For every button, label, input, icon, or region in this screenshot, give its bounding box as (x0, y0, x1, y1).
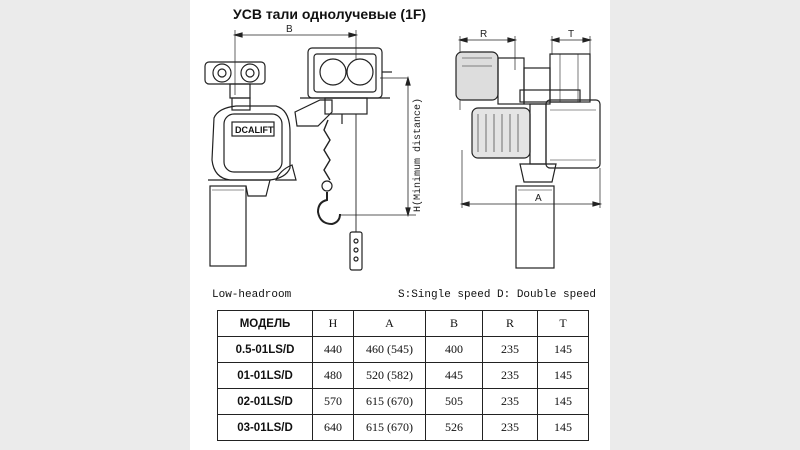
side-view: R T (455, 29, 603, 269)
dimension-h-label: H(Minimum distance) (412, 98, 424, 212)
table-row: 01-01LS/D 480 520 (582) 445 235 145 (217, 362, 589, 389)
cell-t: 145 (537, 388, 589, 415)
header-b: B (425, 310, 483, 337)
cell-t: 145 (537, 336, 589, 363)
cell-r: 235 (482, 336, 538, 363)
cell-model: 0.5-01LS/D (217, 336, 313, 363)
table-row: 02-01LS/D 570 615 (670) 505 235 145 (217, 388, 589, 415)
cell-r: 235 (482, 362, 538, 389)
dimension-t-label: T (568, 29, 574, 40)
cell-r: 235 (482, 414, 538, 441)
cell-b: 526 (425, 414, 483, 441)
cell-a: 615 (670) (353, 388, 426, 415)
cell-h: 440 (312, 336, 354, 363)
brand-logo: DCALIFT (235, 125, 274, 135)
dimension-r-label: R (480, 29, 487, 40)
cell-t: 145 (537, 414, 589, 441)
page-title: УСВ тали однолучевые (1F) (233, 6, 427, 22)
header-model: МОДЕЛЬ (217, 310, 313, 337)
dimension-b-label: B (286, 24, 293, 35)
cell-model: 03-01LS/D (217, 414, 313, 441)
cell-b: 505 (425, 388, 483, 415)
speed-legend-caption: S:Single speed D: Double speed (398, 289, 597, 301)
low-headroom-caption: Low-headroom (212, 289, 292, 301)
specifications-table: МОДЕЛЬ H A B R T 0.5-01LS/D 440 460 (545… (217, 310, 589, 441)
dimension-a-label: A (535, 193, 542, 204)
cell-model: 01-01LS/D (217, 362, 313, 389)
cell-b: 400 (425, 336, 483, 363)
cell-a: 615 (670) (353, 414, 426, 441)
table-row: 03-01LS/D 640 615 (670) 526 235 145 (217, 414, 589, 441)
cell-model: 02-01LS/D (217, 388, 313, 415)
header-a: A (353, 310, 426, 337)
header-r: R (482, 310, 538, 337)
cell-h: 640 (312, 414, 354, 441)
cell-r: 235 (482, 388, 538, 415)
cell-h: 480 (312, 362, 354, 389)
cell-a: 520 (582) (353, 362, 426, 389)
table-row: 0.5-01LS/D 440 460 (545) 400 235 145 (217, 336, 589, 363)
header-t: T (537, 310, 589, 337)
cell-h: 570 (312, 388, 354, 415)
table-header-row: МОДЕЛЬ H A B R T (217, 310, 589, 337)
cell-a: 460 (545) (353, 336, 426, 363)
cell-b: 445 (425, 362, 483, 389)
front-view: B DCALIFT (204, 24, 424, 271)
cell-t: 145 (537, 362, 589, 389)
header-h: H (312, 310, 354, 337)
